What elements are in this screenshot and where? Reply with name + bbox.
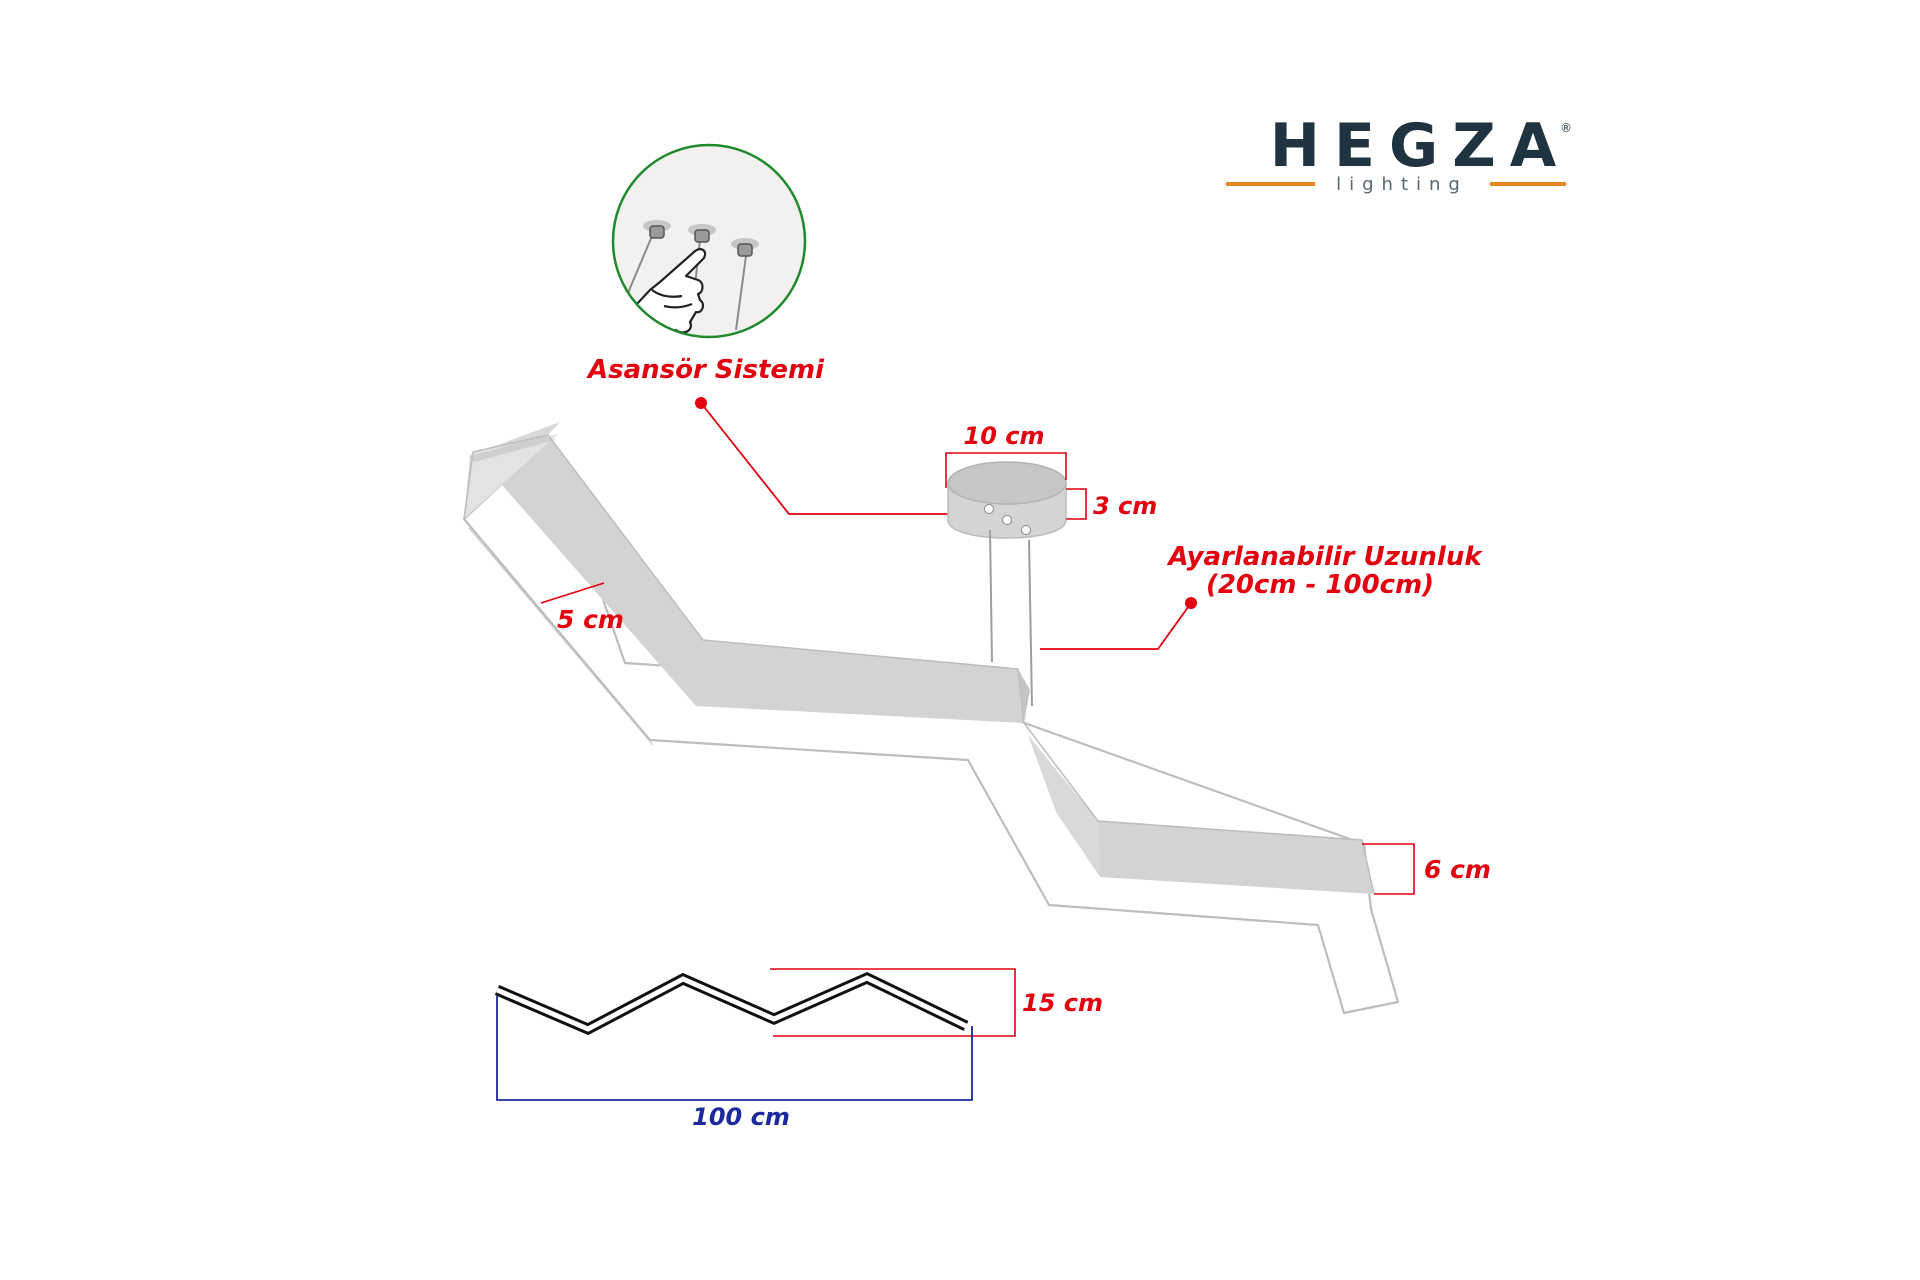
profile-width-label: 5 cm: [557, 605, 624, 634]
profile-side-face-3: [1028, 735, 1100, 877]
profile-side-face-2: [1018, 669, 1030, 723]
ceiling-canopy: [947, 461, 1067, 539]
profile-width-dimension: 5 cm: [540, 582, 624, 634]
elevator-callout: Asansör Sistemi: [586, 355, 986, 515]
profile-top-face-1: [473, 435, 703, 706]
callout-leader-line: [1040, 602, 1192, 650]
profile-start-block: [469, 436, 556, 462]
elevator-system-inset: [611, 143, 807, 339]
brand-logo: HEGZA ® lighting: [1226, 111, 1572, 195]
suspension-wire-right: [1028, 539, 1033, 707]
adjustable-length-range: (20cm - 100cm): [1206, 570, 1434, 600]
profile-top-face-3: [1098, 821, 1374, 894]
profile-top-face-2: [696, 640, 1024, 723]
canopy-height-dimension: 3 cm: [1066, 488, 1157, 520]
ceiling-anchor-icon: [643, 220, 759, 257]
canopy-width-dimension: 10 cm: [945, 422, 1067, 488]
zigzag-height-label: 15 cm: [1022, 989, 1103, 1017]
adjustable-length-callout: Ayarlanabilir Uzunluk (20cm - 100cm): [1040, 542, 1483, 650]
adjustable-length-label: Ayarlanabilir Uzunluk: [1166, 542, 1483, 572]
zigzag-length-label: 100 cm: [692, 1103, 790, 1131]
zigzag-led-profile: [462, 422, 1400, 1015]
callout-leader-line: [700, 402, 986, 515]
elevator-system-label: Asansör Sistemi: [586, 355, 825, 385]
brand-registered-mark: ®: [1560, 121, 1572, 135]
brand-tagline: lighting: [1336, 174, 1468, 195]
suspension-wire-left: [989, 529, 993, 663]
inset-ring: [611, 143, 807, 339]
canopy-width-label: 10 cm: [964, 422, 1045, 450]
profile-end-cap: [464, 422, 560, 519]
zigzag-dimension-diagram: 15 cm 100 cm: [494, 968, 1103, 1131]
canopy-height-label: 3 cm: [1093, 492, 1157, 520]
profile-height-label: 6 cm: [1424, 855, 1491, 884]
profile-height-dimension: 6 cm: [1362, 843, 1491, 895]
brand-name: HEGZA: [1270, 111, 1570, 181]
